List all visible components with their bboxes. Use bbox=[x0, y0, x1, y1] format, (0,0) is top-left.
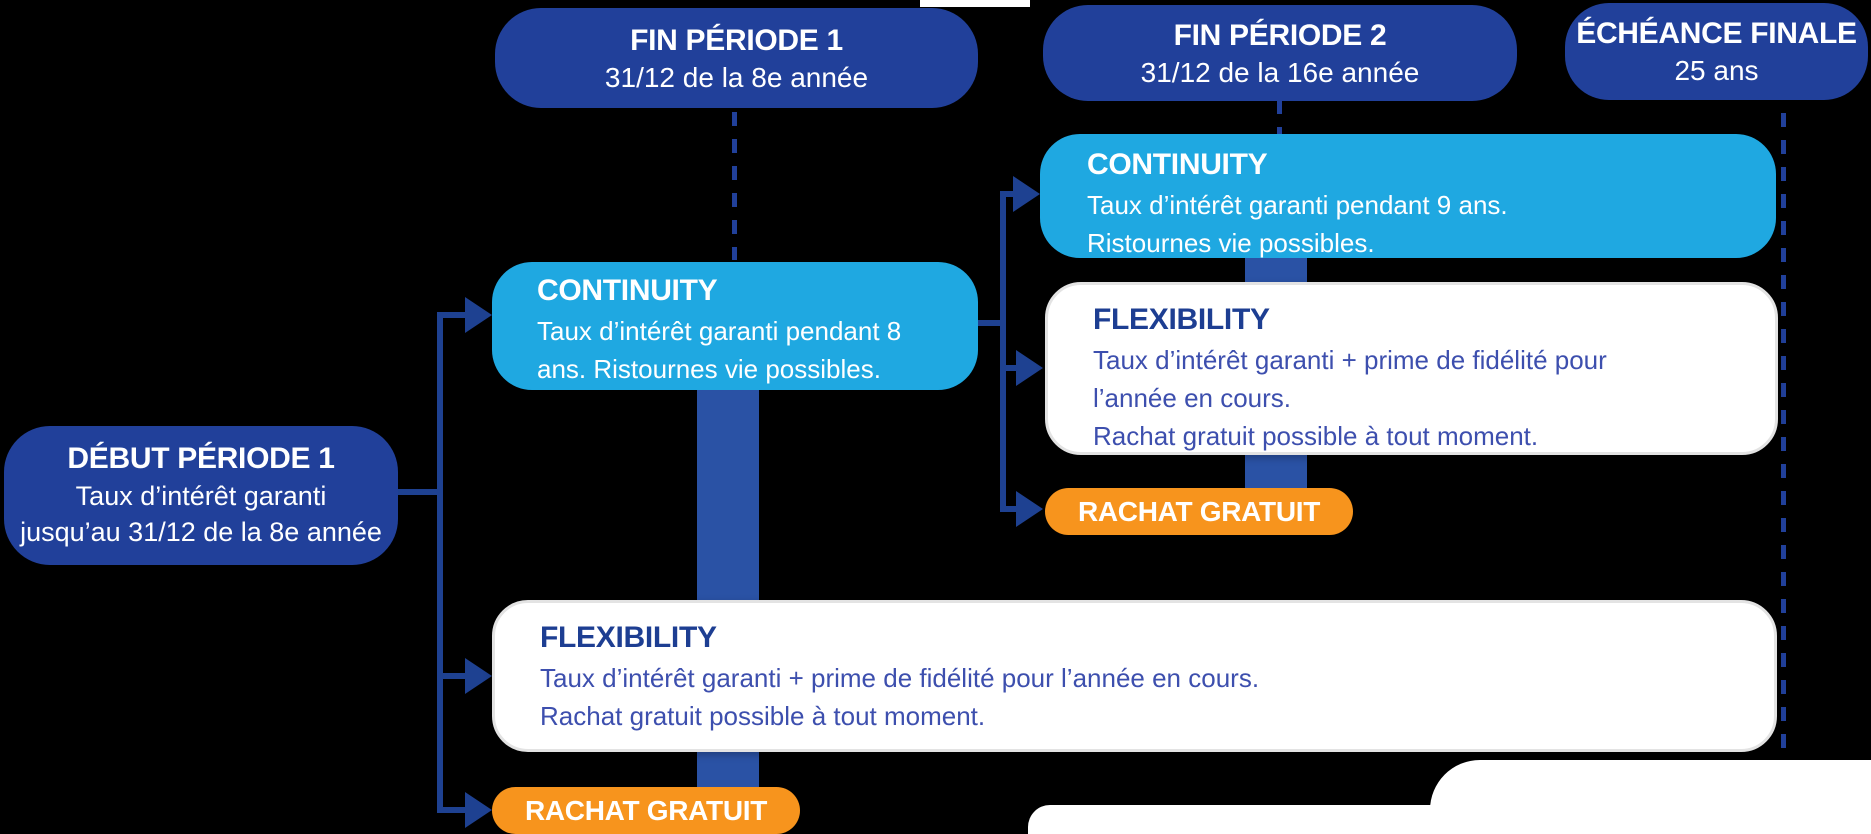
connector-continuity1-horizontal bbox=[976, 320, 1006, 326]
continuity-line: ans. Ristournes vie possibles. bbox=[537, 354, 881, 384]
flexibility-title: FLEXIBILITY bbox=[540, 621, 717, 654]
connector-start-horizontal bbox=[398, 489, 440, 495]
connector-stub bbox=[437, 673, 467, 679]
connector-continuity1-vertical bbox=[1000, 191, 1006, 512]
rachat-gratuit-label: RACHAT GRATUIT bbox=[1077, 495, 1321, 527]
milestone-subtitle: 31/12 de la 8e année bbox=[604, 62, 869, 93]
milestone-fin-periode-2: FIN PÉRIODE 2 31/12 de la 16e année bbox=[1043, 5, 1517, 101]
dashed-line-fin-periode-2 bbox=[1277, 100, 1282, 134]
connector-stub bbox=[437, 312, 467, 318]
connector-stub bbox=[1000, 365, 1022, 371]
dashed-line-echeance-finale bbox=[1781, 113, 1786, 758]
flexibility-line: Taux d’intérêt garanti + prime de fidéli… bbox=[540, 663, 1260, 693]
connector-stub bbox=[1000, 506, 1022, 512]
flexibility-line: Taux d’intérêt garanti + prime de fidéli… bbox=[1093, 345, 1607, 375]
arrowhead-to-continuity-2 bbox=[1013, 176, 1040, 212]
start-box-line: jusqu’au 31/12 de la 8e année bbox=[20, 517, 382, 547]
connector-start-vertical bbox=[437, 312, 443, 813]
dashed-line-fin-periode-1 bbox=[732, 112, 737, 260]
top-connector-remnant bbox=[920, 0, 1030, 7]
arrowhead-to-rachat-1 bbox=[465, 792, 492, 828]
rachat-gratuit-pill-period-1: RACHAT GRATUIT bbox=[492, 787, 800, 834]
milestone-title: FIN PÉRIODE 1 bbox=[630, 24, 843, 57]
continuity-title: CONTINUITY bbox=[537, 274, 718, 307]
flexibility-line: Rachat gratuit possible à tout moment. bbox=[540, 701, 986, 731]
arrowhead-to-continuity-1 bbox=[465, 297, 492, 333]
arrowhead-to-rachat-2 bbox=[1016, 491, 1043, 527]
milestone-fin-periode-1: FIN PÉRIODE 1 31/12 de la 8e année bbox=[495, 8, 978, 108]
flexibility-box-period-1: FLEXIBILITY Taux d’intérêt garanti + pri… bbox=[492, 600, 1777, 752]
arrowhead-to-flexibility-1 bbox=[465, 658, 492, 694]
arrowhead-to-flexibility-2 bbox=[1016, 350, 1043, 386]
milestone-echeance-finale: ÉCHÉANCE FINALE 25 ans bbox=[1565, 3, 1868, 100]
rachat-gratuit-pill-period-2: RACHAT GRATUIT bbox=[1045, 488, 1353, 535]
flexibility-line: l’année en cours. bbox=[1093, 383, 1292, 413]
start-box-debut-periode-1: DÉBUT PÉRIODE 1 Taux d’intérêt garanti j… bbox=[4, 426, 398, 565]
connector-stub bbox=[1000, 191, 1022, 197]
flexibility-title: FLEXIBILITY bbox=[1093, 303, 1270, 336]
start-box-title: DÉBUT PÉRIODE 1 bbox=[67, 442, 335, 475]
milestone-title: FIN PÉRIODE 2 bbox=[1173, 19, 1387, 52]
continuity-title: CONTINUITY bbox=[1087, 148, 1268, 181]
rachat-gratuit-label: RACHAT GRATUIT bbox=[524, 794, 768, 826]
continuity-box-period-2: CONTINUITY Taux d’intérêt garanti pendan… bbox=[1040, 134, 1776, 258]
flexibility-line: Rachat gratuit possible à tout moment. bbox=[1093, 421, 1539, 451]
milestone-subtitle: 25 ans bbox=[1674, 55, 1759, 86]
continuity-box-period-1: CONTINUITY Taux d’intérêt garanti pendan… bbox=[492, 262, 978, 390]
cutoff-white-box-lower bbox=[1028, 805, 1871, 834]
connector-stub bbox=[437, 807, 467, 813]
continuity-line: Taux d’intérêt garanti pendant 9 ans. bbox=[1087, 190, 1508, 220]
continuity-line: Ristournes vie possibles. bbox=[1087, 228, 1375, 258]
milestone-title: ÉCHÉANCE FINALE bbox=[1576, 17, 1857, 50]
continuity-line: Taux d’intérêt garanti pendant 8 bbox=[537, 316, 902, 346]
milestone-subtitle: 31/12 de la 16e année bbox=[1140, 57, 1420, 88]
start-box-line: Taux d’intérêt garanti bbox=[75, 481, 327, 511]
flexibility-box-period-2: FLEXIBILITY Taux d’intérêt garanti + pri… bbox=[1045, 282, 1778, 455]
